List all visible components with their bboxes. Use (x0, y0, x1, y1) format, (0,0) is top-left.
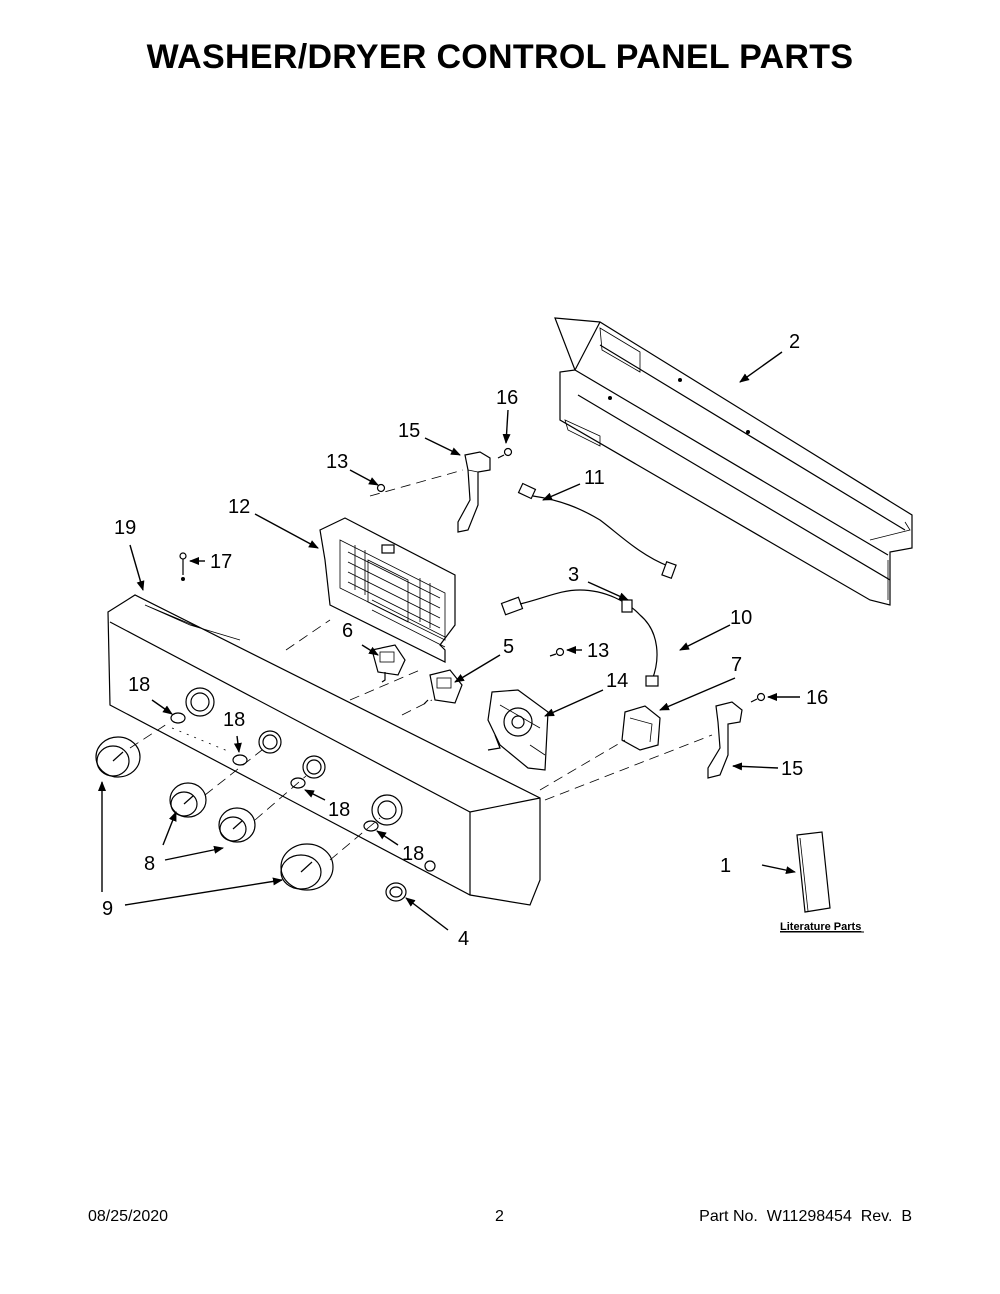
wire-harness-10 (500, 589, 659, 687)
literature-parts-label: Literature Parts (780, 921, 861, 933)
knob-8-upper (169, 782, 207, 818)
screw-17 (179, 552, 187, 575)
switch-5 (423, 669, 463, 705)
callout-15-lower: 15 (781, 758, 803, 780)
callout-17: 17 (210, 551, 232, 573)
wire-harness-11 (517, 482, 677, 580)
callout-6: 6 (342, 620, 353, 642)
knob-9-right (280, 843, 334, 891)
callout-18a: 18 (128, 674, 150, 696)
control-board-12 (319, 517, 456, 663)
switch-7 (621, 705, 661, 751)
footer-part-number: Part No. W11298454 Rev. B (699, 1208, 912, 1225)
screw-13-upper (376, 483, 386, 493)
callout-2: 2 (789, 331, 800, 353)
rear-housing-part (554, 317, 913, 606)
callout-4: 4 (458, 928, 469, 950)
callout-11: 11 (584, 467, 605, 489)
bracket-15-upper (457, 451, 491, 533)
callout-18c: 18 (328, 799, 350, 821)
callout-1: 1 (720, 855, 731, 877)
screw-16-lower (750, 692, 766, 703)
callout-13-lower: 13 (587, 640, 609, 662)
light-pipe-18b (232, 754, 248, 766)
leader-arrows (98, 351, 800, 931)
callout-19: 19 (114, 517, 136, 539)
callout-13-upper: 13 (326, 451, 348, 473)
bracket-15-lower (707, 701, 743, 779)
callout-3: 3 (568, 564, 579, 586)
callout-16-upper: 16 (496, 387, 518, 409)
knob-8-lower (218, 807, 256, 843)
callout-18d: 18 (402, 843, 424, 865)
callout-14: 14 (606, 670, 628, 692)
callout-16-lower: 16 (806, 687, 828, 709)
timer-14 (487, 689, 549, 771)
switch-6 (371, 644, 406, 683)
callout-15-upper: 15 (398, 420, 420, 442)
page-title: WASHER/DRYER CONTROL PANEL PARTS (146, 38, 854, 76)
knob-9-left (95, 736, 141, 778)
callout-8: 8 (144, 853, 155, 875)
light-pipe-18a (170, 712, 186, 724)
callout-5: 5 (503, 636, 514, 658)
button-4 (385, 882, 407, 902)
footer-date: 08/25/2020 (88, 1208, 169, 1225)
literature-booklet-1 (796, 831, 831, 913)
callout-9: 9 (102, 898, 113, 920)
screw-13-lower (549, 647, 565, 657)
callout-12: 12 (228, 496, 250, 518)
callout-7: 7 (731, 654, 742, 676)
footer-page-number: 2 (495, 1208, 504, 1225)
control-console-19 (107, 577, 541, 906)
callout-10: 10 (730, 607, 752, 629)
callout-18b: 18 (223, 709, 245, 731)
assembly-guide-lines (129, 469, 713, 861)
screw-16-upper (497, 447, 513, 459)
